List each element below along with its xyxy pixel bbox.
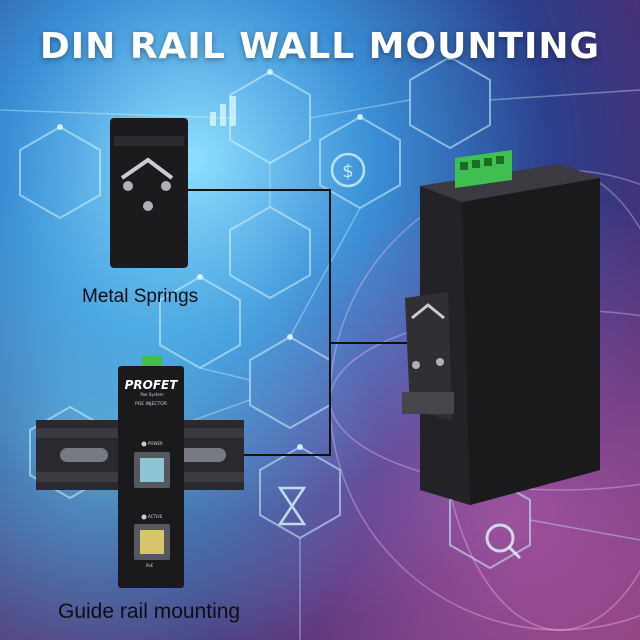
metal-spring-bracket: [110, 118, 188, 268]
port-label-power: POWER: [148, 441, 163, 446]
port-label-active: ACTIVE: [148, 514, 163, 519]
port-label-poe: PoE: [146, 563, 154, 568]
chart-icon: [210, 96, 236, 126]
hourglass-icon: [277, 486, 307, 526]
page-title: DIN RAIL WALL MOUNTING: [39, 26, 601, 67]
search-icon: [485, 523, 522, 560]
terminal-block: [455, 150, 512, 188]
metal-springs-caption: Metal Springs: [82, 286, 199, 307]
connector-line: [188, 189, 410, 344]
hexagon-shape: [229, 205, 311, 300]
dollar-icon: $: [330, 152, 366, 188]
industrial-switch-device: [402, 150, 600, 505]
svg-text:$: $: [342, 161, 353, 182]
model-label: POE INJECTOR: [135, 402, 167, 407]
brand-logo: PROFET: [125, 378, 179, 392]
connector-line: [238, 343, 331, 456]
brand-subtitle: Poe System: [140, 392, 164, 397]
poe-injector-device: PROFET: [118, 356, 184, 588]
din-rail-clip: [402, 292, 454, 420]
guide-rail-caption: Guide rail mounting: [58, 600, 241, 623]
